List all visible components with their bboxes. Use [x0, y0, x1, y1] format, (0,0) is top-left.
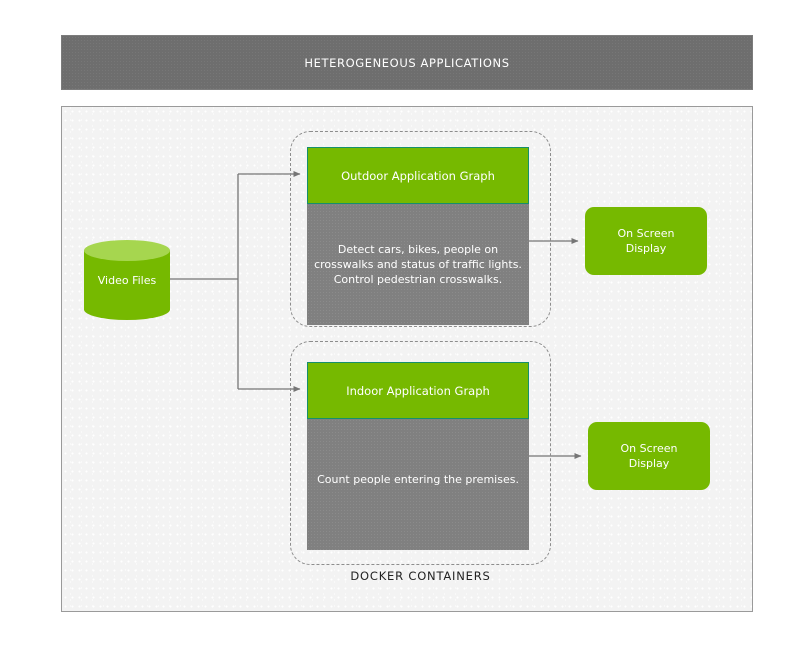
- osd-indoor-line2: Display: [628, 457, 670, 470]
- video-files-datastore[interactable]: Video Files: [84, 240, 170, 320]
- indoor-application-card[interactable]: Indoor Application Graph Count people en…: [307, 362, 529, 550]
- outdoor-application-card[interactable]: Outdoor Application Graph Detect cars, b…: [307, 147, 529, 325]
- docker-container-indoor: [290, 341, 551, 565]
- cylinder-top-shape: [84, 240, 170, 261]
- on-screen-display-outdoor[interactable]: On Screen Display: [585, 207, 707, 275]
- indoor-application-description: Count people entering the premises.: [307, 419, 529, 550]
- osd-indoor-label: On Screen Display: [621, 441, 678, 471]
- indoor-application-graph-header: Indoor Application Graph: [307, 362, 529, 419]
- on-screen-display-indoor[interactable]: On Screen Display: [588, 422, 710, 490]
- osd-outdoor-line1: On Screen: [617, 227, 675, 240]
- video-files-label: Video Files: [97, 273, 157, 287]
- outdoor-application-graph-header: Outdoor Application Graph: [307, 147, 529, 204]
- docker-containers-caption: DOCKER CONTAINERS: [350, 569, 491, 583]
- outdoor-application-description: Detect cars, bikes, people on crosswalks…: [307, 204, 529, 325]
- osd-indoor-line1: On Screen: [620, 442, 678, 455]
- osd-outdoor-label: On Screen Display: [618, 226, 675, 256]
- osd-outdoor-line2: Display: [625, 242, 667, 255]
- heterogeneous-applications-banner: HETEROGENEOUS APPLICATIONS: [61, 35, 753, 90]
- docker-container-outdoor: [290, 131, 551, 327]
- banner-title: HETEROGENEOUS APPLICATIONS: [304, 55, 510, 70]
